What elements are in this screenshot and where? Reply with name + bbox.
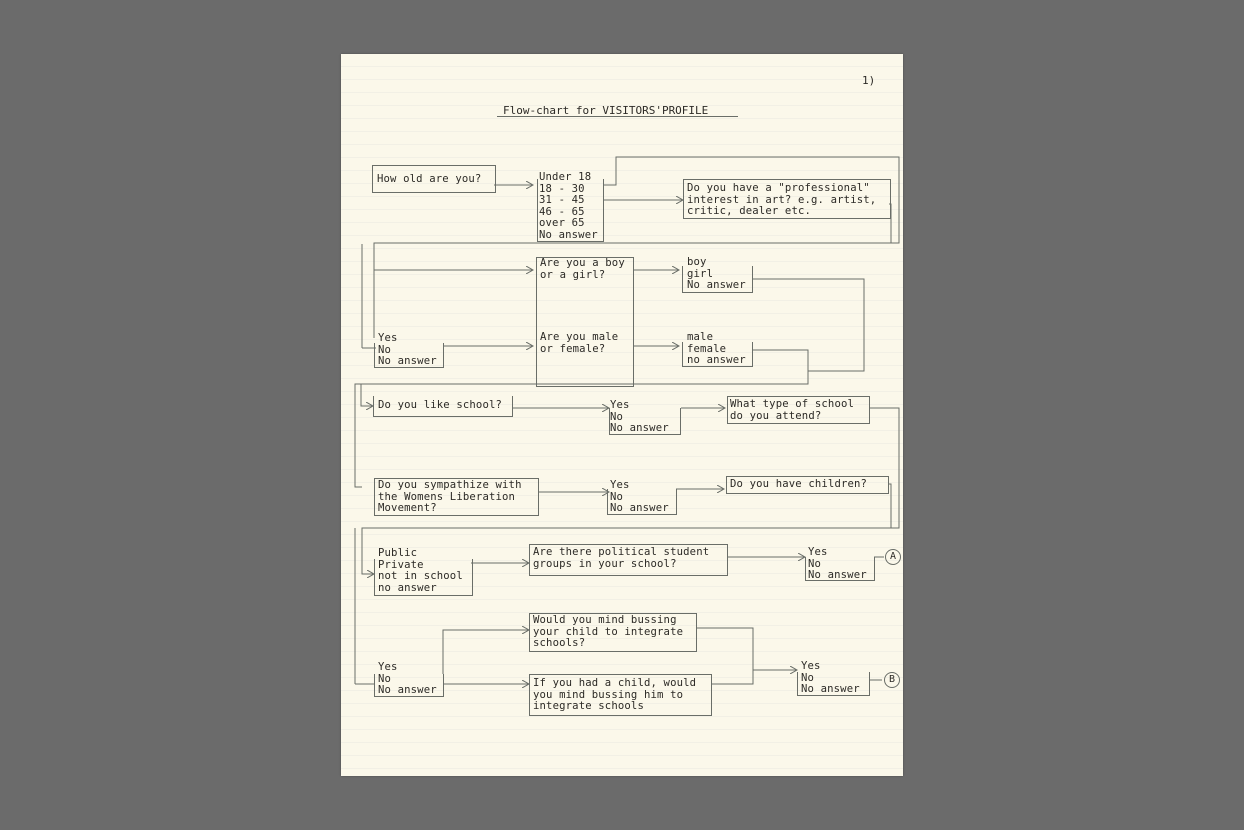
connector-a: A bbox=[885, 549, 901, 565]
political-answers: Yes No No answer bbox=[808, 546, 867, 582]
wlm-question-box bbox=[374, 478, 539, 516]
bussing-hypothetical-question: If you had a child, would you mind bussi… bbox=[533, 677, 697, 713]
professional-answers-box bbox=[374, 343, 444, 368]
page-number: 1) bbox=[862, 74, 876, 87]
male-female-question: Are you male or female? bbox=[540, 331, 619, 355]
age-options-box bbox=[537, 179, 604, 242]
children-question: Do you have children? bbox=[730, 478, 868, 490]
school-type-question: What type of school do you attend? bbox=[730, 398, 855, 422]
age-options: Under 18 18 - 30 31 - 45 46 - 65 over 65… bbox=[539, 171, 598, 241]
like-school-question-box bbox=[373, 396, 513, 417]
boy-girl-options: boy girl No answer bbox=[687, 256, 746, 292]
professional-question-box bbox=[683, 179, 891, 219]
bussing-question-box bbox=[529, 613, 697, 652]
page-title: Flow-chart for VISITORS'PROFILE bbox=[503, 104, 709, 117]
flow-arrows bbox=[354, 156, 900, 776]
male-female-options-box bbox=[682, 342, 753, 367]
children-answers: Yes No No answer bbox=[378, 661, 437, 697]
wlm-question: Do you sympathize with the Womens Libera… bbox=[378, 479, 522, 515]
bussing-answers: Yes No No answer bbox=[801, 660, 860, 696]
age-question-box bbox=[372, 165, 496, 193]
gender-question-box bbox=[536, 257, 634, 387]
bussing-answers-box bbox=[797, 672, 870, 696]
professional-answers: Yes No No answer bbox=[378, 332, 437, 368]
title-underline bbox=[497, 116, 738, 117]
political-answers-box bbox=[805, 557, 875, 581]
school-type-question-box bbox=[727, 396, 870, 424]
school-type-answers-box bbox=[374, 559, 473, 596]
document-page: 1) Flow-chart for VISITORS'PROFILE How o… bbox=[341, 54, 903, 776]
age-question: How old are you? bbox=[377, 173, 482, 185]
children-question-box bbox=[726, 476, 889, 494]
school-type-answers: Public Private not in school no answer bbox=[378, 547, 463, 594]
bussing-question: Would you mind bussing your child to int… bbox=[533, 614, 684, 650]
boy-girl-options-box bbox=[682, 266, 753, 293]
boy-girl-question: Are you a boy or a girl? bbox=[540, 257, 625, 281]
like-school-question: Do you like school? bbox=[378, 399, 503, 411]
children-answers-box bbox=[374, 674, 444, 697]
professional-question: Do you have a "professional" interest in… bbox=[687, 182, 877, 218]
bussing-hypothetical-question-box bbox=[529, 674, 712, 716]
political-question-box bbox=[529, 544, 728, 576]
male-female-options: male female no answer bbox=[687, 331, 746, 367]
wlm-answers-box bbox=[607, 489, 677, 515]
like-school-answers-box bbox=[609, 408, 681, 435]
political-question: Are there political student groups in yo… bbox=[533, 546, 710, 570]
like-school-answers: Yes No No answer bbox=[610, 399, 669, 435]
wlm-answers: Yes No No answer bbox=[610, 479, 669, 515]
connector-b: B bbox=[884, 672, 900, 688]
